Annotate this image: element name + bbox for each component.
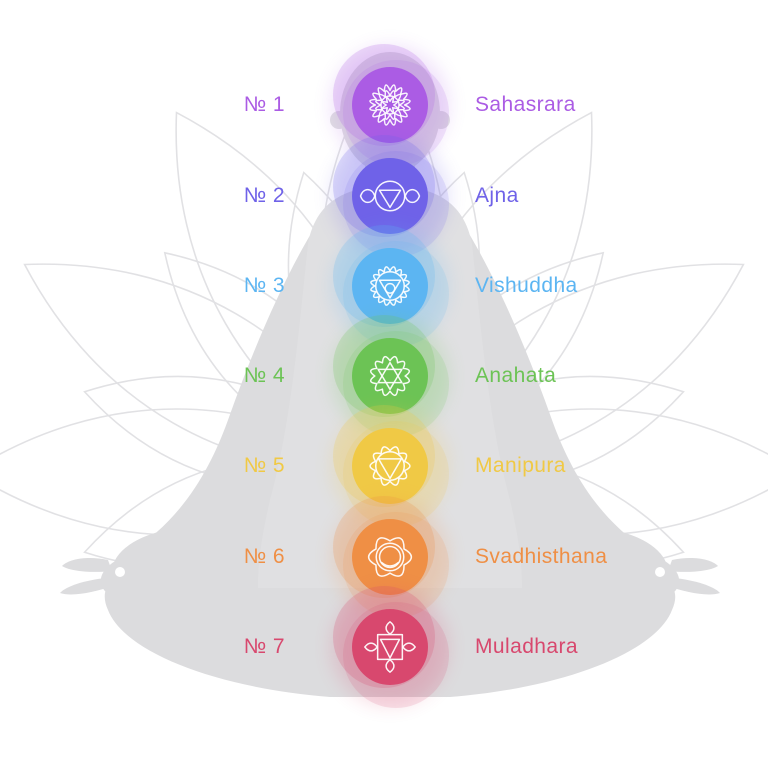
anahata-heart-hexagram-icon <box>315 301 465 451</box>
chakra-number-label: № 6 <box>243 545 285 568</box>
right-arm-shape <box>436 232 680 597</box>
chakra-number-label: № 2 <box>243 184 285 207</box>
chakra-number-label: № 5 <box>243 454 285 477</box>
left-arm-shape <box>100 232 344 597</box>
chakra-name-label: Svadhisthana <box>475 545 608 568</box>
chakra-row-svadhisthana: № 6 Svadhisthana <box>0 482 768 632</box>
chakra-name-label: Vishuddha <box>475 274 578 297</box>
ajna-third-eye-icon <box>315 121 465 271</box>
svadhisthana-sacral-crescent-icon <box>315 482 465 632</box>
muladhara-root-square-icon <box>315 572 465 722</box>
chakra-number-label: № 3 <box>243 274 285 297</box>
legs-shape <box>104 500 676 697</box>
manipura-solar-plexus-icon <box>315 391 465 541</box>
vishuddha-throat-icon <box>315 211 465 361</box>
chakra-number-label: № 1 <box>243 93 285 116</box>
chakra-row-anahata: № 4 Anahata <box>0 301 768 451</box>
chakra-number-label: № 4 <box>243 364 285 387</box>
chakra-number-label: № 7 <box>243 635 285 658</box>
chakra-name-label: Ajna <box>475 184 519 207</box>
chakra-row-ajna: № 2 Ajna <box>0 121 768 271</box>
chakra-row-vishuddha: № 3 Vishuddha <box>0 211 768 361</box>
chakra-name-label: Muladhara <box>475 635 579 658</box>
chakra-row-muladhara: № 7 Muladhara <box>0 572 768 722</box>
sahasrara-crown-lotus-icon <box>315 30 465 180</box>
chakra-row-sahasrara: № 1 Sahasrara <box>0 30 768 180</box>
chakra-row-manipura: № 5 Manipura <box>0 391 768 541</box>
chakra-name-label: Anahata <box>475 364 557 387</box>
chakra-name-label: Manipura <box>475 454 566 477</box>
chakra-name-label: Sahasrara <box>475 93 576 116</box>
